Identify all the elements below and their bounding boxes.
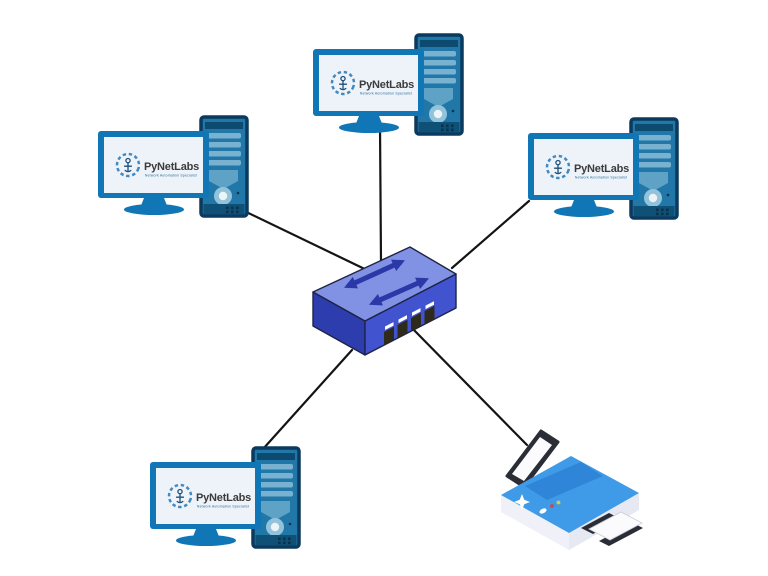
switch-ports: [384, 301, 435, 345]
cable-computer-left: [236, 206, 375, 275]
printer-led-red: [550, 504, 554, 508]
printer-output-tray: [581, 511, 643, 546]
printer-input-paper: [505, 429, 560, 489]
brand-label: PyNetLabs: [144, 161, 199, 173]
brand-label: PyNetLabs: [359, 79, 414, 91]
printer: [501, 429, 643, 550]
brand-label: PyNetLabs: [196, 492, 251, 504]
cable-printer: [408, 324, 529, 447]
printer-led-yellow: [556, 500, 561, 505]
computer-top: PyNetLabs Network Automation Specialist: [311, 33, 464, 136]
switch-traffic-arrows: [344, 259, 430, 306]
printer-buttons: [539, 500, 561, 514]
cable-computer-top: [378, 124, 383, 264]
sparkle-icon: [514, 494, 530, 510]
printer-top-face: [501, 456, 639, 533]
printer-output-paper: [588, 511, 643, 541]
computer-left: PyNetLabs Network Automation Specialist: [96, 115, 249, 218]
printer-body-left: [501, 495, 569, 550]
tagline-label: Network Automation Specialist: [145, 174, 197, 178]
network-switch: [312, 246, 457, 356]
cable-computer-right: [450, 199, 531, 270]
computer-bottom-left: PyNetLabs Network Automation Specialist: [148, 446, 301, 549]
printer-scanner-inset: [525, 462, 603, 500]
computer-right: PyNetLabs Network Automation Specialist: [526, 117, 679, 220]
tagline-label: Network Automation Specialist: [197, 505, 249, 509]
tagline-label: Network Automation Specialist: [575, 176, 627, 180]
tagline-label: Network Automation Specialist: [360, 92, 412, 96]
printer-power-button: [539, 508, 547, 514]
brand-label: PyNetLabs: [574, 163, 629, 175]
cable-computer-bottom-left: [261, 348, 354, 451]
